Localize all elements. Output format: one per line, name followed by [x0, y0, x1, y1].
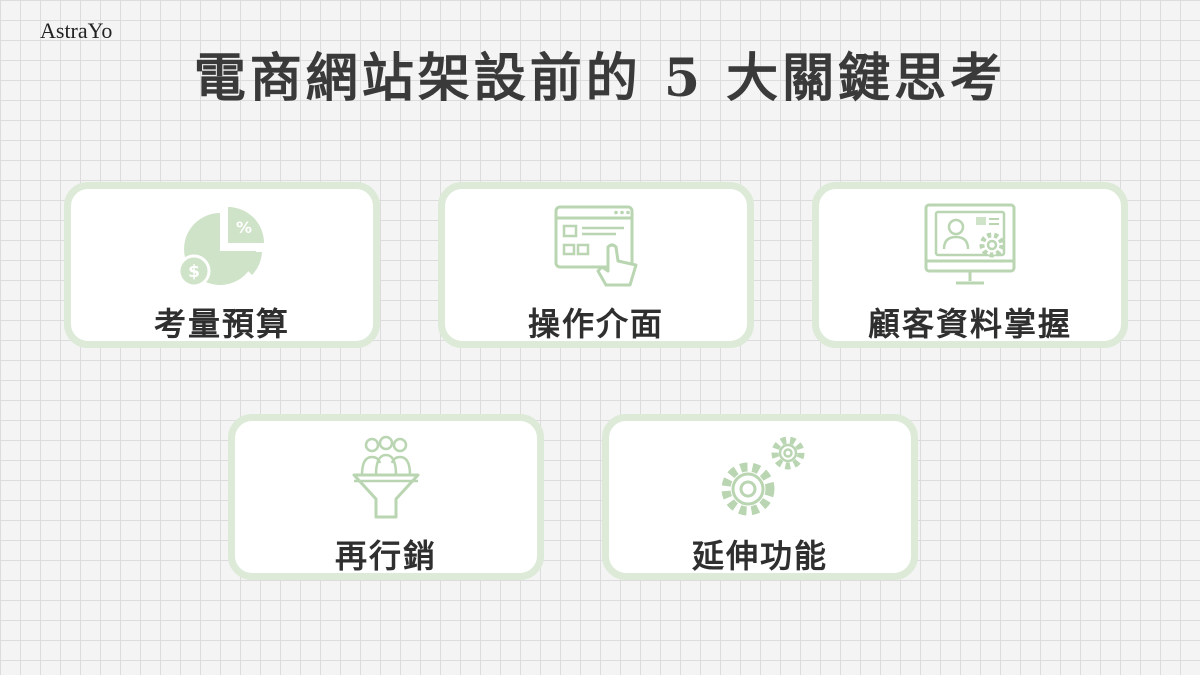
card-label-extended-functions: 延伸功能 — [691, 537, 828, 575]
card-extended-functions: 延伸功能 — [602, 414, 918, 580]
gears-icon — [721, 436, 805, 516]
pie-chart-percent-dollar-icon: % $ — [177, 207, 264, 288]
people-funnel-icon — [352, 435, 420, 519]
card-customer-data: 顧客資料掌握 — [812, 182, 1128, 348]
card-remarketing: 再行銷 — [228, 414, 544, 580]
card-label-customer-data: 顧客資料掌握 — [867, 305, 1072, 343]
card-budget: % $ 考量預算 — [64, 182, 380, 348]
monitor-profile-gear-icon — [924, 203, 1016, 285]
card-interface: 操作介面 — [438, 182, 754, 348]
page-title: 電商網站架設前的 5 大關鍵思考 — [193, 48, 1007, 109]
card-label-interface: 操作介面 — [527, 305, 664, 343]
dollar-glyph: $ — [188, 262, 200, 282]
card-label-remarketing: 再行銷 — [334, 537, 437, 575]
percent-glyph: % — [236, 218, 252, 237]
browser-window-pointer-icon — [554, 205, 638, 287]
card-label-budget: 考量預算 — [153, 305, 290, 343]
brand-logo: AstraYo — [40, 18, 113, 43]
